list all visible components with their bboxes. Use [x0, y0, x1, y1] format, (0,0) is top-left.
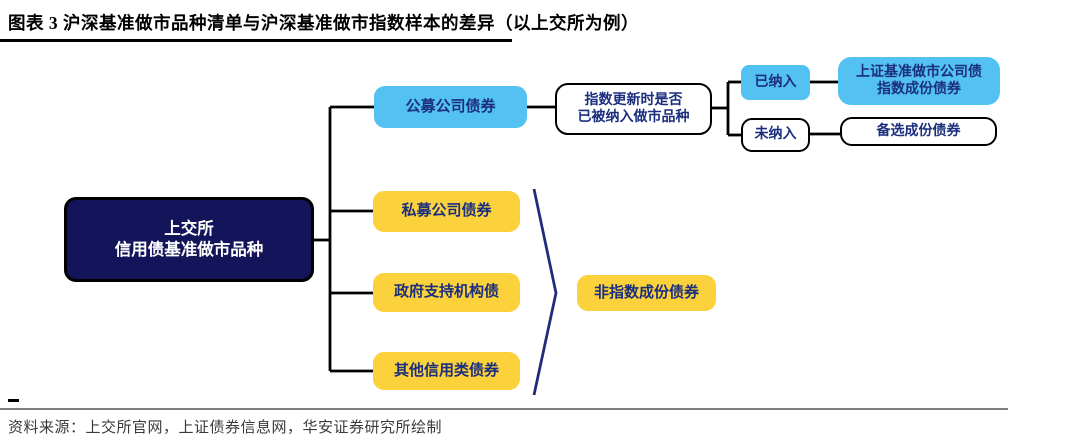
title-underline: [0, 39, 512, 42]
node-not-included: 未纳入: [741, 118, 810, 152]
figure-title: 图表 3 沪深基准做市品种清单与沪深基准做市指数样本的差异（以上交所为例）: [8, 13, 639, 33]
node-included: 已纳入: [741, 65, 810, 100]
node-private-corporate-bond: 私募公司债券: [373, 191, 520, 232]
footnote-dash: [8, 399, 19, 402]
source-attribution: 资料来源：上交所官网，上证债券信息网，华安证券研究所绘制: [8, 420, 443, 436]
node-alternate-constituent: 备选成份债券: [840, 117, 997, 146]
node-index-constituent-line1: 上证基准做市公司债: [856, 64, 982, 80]
node-non-index-constituent: 非指数成份债券: [577, 275, 716, 311]
node-index-update-decision: 指数更新时是否 已被纳入做市品种: [555, 83, 712, 135]
node-decision-line1: 指数更新时是否: [584, 92, 683, 108]
node-root-line1: 上交所: [164, 218, 214, 238]
node-index-constituent-line2: 指数成份债券: [877, 82, 961, 97]
node-root-line2: 信用债基准做市品种: [114, 239, 264, 259]
node-government-support-bond: 政府支持机构债: [373, 273, 520, 312]
node-public-corporate-bond: 公募公司债券: [374, 86, 527, 128]
node-decision-line2: 已被纳入做市品种: [577, 110, 690, 125]
grouping-chevron: [532, 188, 558, 396]
node-index-constituent: 上证基准做市公司债 指数成份债券: [838, 57, 1000, 105]
node-other-credit-bond: 其他信用类债券: [373, 352, 520, 390]
footer-divider: [0, 408, 1008, 410]
node-root-sse-benchmark: 上交所 信用债基准做市品种: [64, 197, 314, 282]
